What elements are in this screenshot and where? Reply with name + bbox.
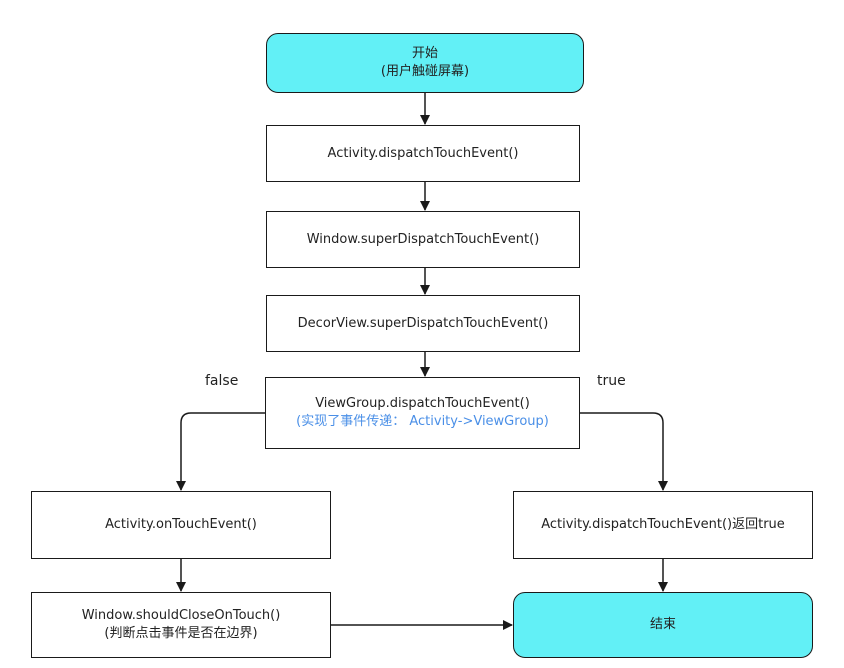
- node-viewgroup-dispatch-note: (实现了事件传递： Activity->ViewGroup): [296, 414, 549, 429]
- node-end-label: 结束: [649, 617, 676, 632]
- node-decorview-super: DecorView.superDispatchTouchEvent(): [266, 295, 580, 352]
- node-viewgroup-dispatch-label: ViewGroup.dispatchTouchEvent(): [315, 396, 530, 411]
- node-end: 结束: [513, 592, 813, 658]
- node-window-super-label: Window.superDispatchTouchEvent(): [306, 231, 540, 247]
- edge-label-true: true: [597, 373, 626, 389]
- node-start: 开始 (用户触碰屏幕): [266, 33, 584, 93]
- node-window-shouldclose: Window.shouldCloseOnTouch() (判断点击事件是否在边界…: [31, 592, 331, 658]
- arrow-viewgroup-to-activity-return-true: [580, 412, 668, 491]
- node-decorview-super-label: DecorView.superDispatchTouchEvent(): [297, 315, 549, 331]
- edge-label-false: false: [205, 373, 239, 389]
- node-activity-ontouch-label: Activity.onTouchEvent(): [105, 517, 257, 532]
- node-activity-return-true-label: Activity.dispatchTouchEvent()返回true: [541, 517, 785, 532]
- node-activity-ontouch: Activity.onTouchEvent(): [31, 491, 331, 559]
- node-window-shouldclose-title: Window.shouldCloseOnTouch(): [81, 608, 281, 623]
- arrow-viewgroup-to-activity-ontouch: [176, 412, 265, 491]
- node-activity-dispatch: Activity.dispatchTouchEvent(): [266, 125, 580, 182]
- node-window-shouldclose-subtitle: (判断点击事件是否在边界): [104, 626, 258, 641]
- node-window-super: Window.superDispatchTouchEvent(): [266, 211, 580, 268]
- node-activity-return-true: Activity.dispatchTouchEvent()返回true: [513, 491, 813, 559]
- node-activity-dispatch-label: Activity.dispatchTouchEvent(): [327, 145, 519, 161]
- node-start-title: 开始: [411, 46, 438, 61]
- node-start-subtitle: (用户触碰屏幕): [380, 64, 470, 79]
- node-viewgroup-dispatch: ViewGroup.dispatchTouchEvent() (实现了事件传递：…: [265, 377, 580, 449]
